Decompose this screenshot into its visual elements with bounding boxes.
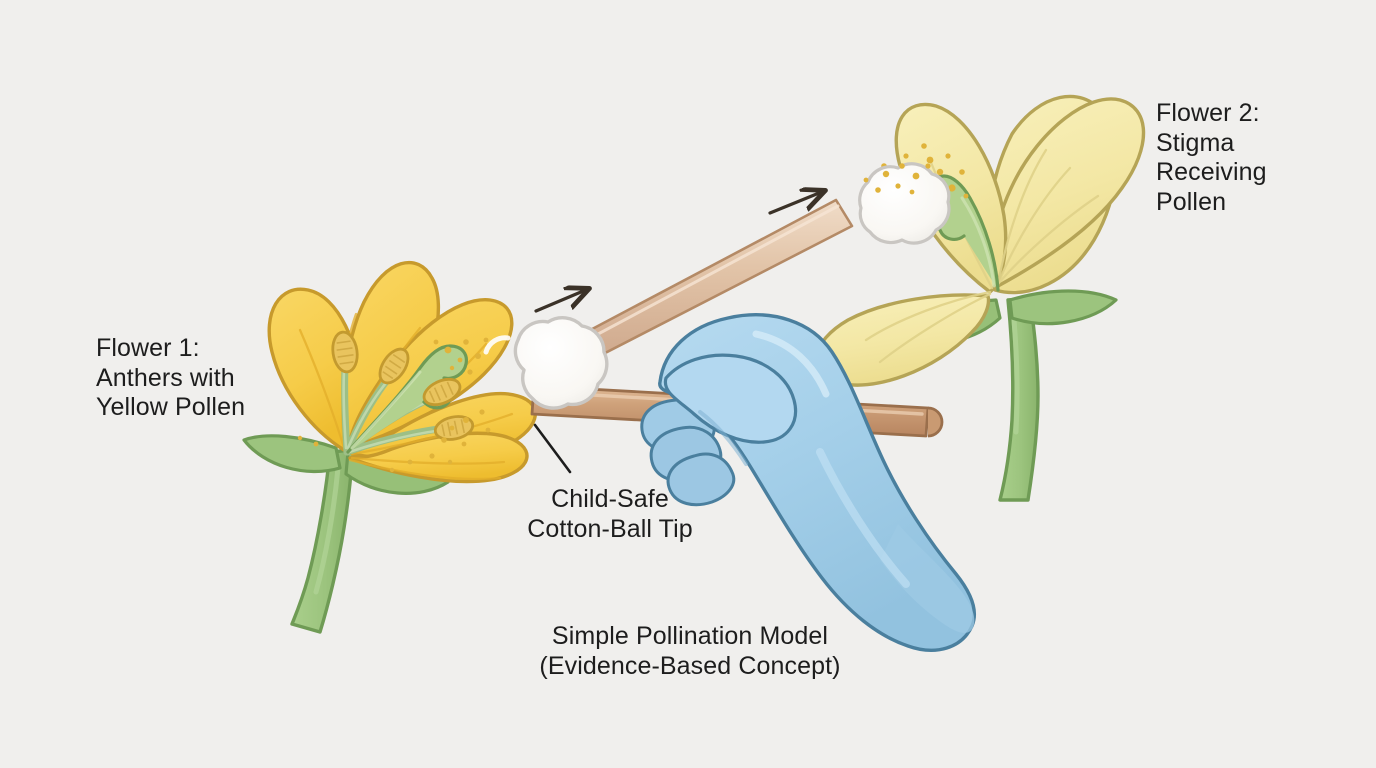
flower1-sepal-left: [242, 434, 342, 474]
flower2-stigma-highlight: [960, 196, 996, 288]
glove-highlight-side: [816, 448, 910, 588]
flower2-sepal-right: [1008, 289, 1118, 326]
flower1-pollen-dots: [297, 337, 491, 473]
flower1-group: [242, 260, 537, 634]
flower1-label: Flower 1: Anthers with Yellow Pollen: [96, 334, 246, 421]
motion-arrow-lower: [534, 289, 588, 313]
flower1-anthers: [331, 330, 475, 441]
flower1-stem: [290, 448, 354, 634]
motion-arrow-upper: [768, 191, 824, 215]
swab-upper-cotton-head: [858, 162, 951, 245]
flower2-group: [814, 94, 1146, 502]
glove-cuff-shade: [880, 524, 975, 633]
gloved-hand: [640, 313, 976, 652]
flower2-stem-highlight: [1011, 317, 1020, 435]
cotton-tip-label: Child-Safe Cotton-Ball Tip: [527, 485, 693, 543]
cotton-tip-leader-line: [533, 423, 572, 474]
swab-lower-end-cap: [927, 406, 944, 438]
glove-knuckle-crease: [698, 410, 748, 466]
glove-thumb: [663, 353, 797, 444]
glove-highlight-top: [752, 330, 830, 398]
swab-upper-highlight: [568, 204, 840, 351]
flower2-label: Flower 2: Stigma Receiving Pollen: [1156, 99, 1267, 216]
swab-lower-cotton-head: [483, 316, 609, 410]
flower1-stem-highlight: [313, 465, 341, 595]
swab-upper-pollen: [863, 163, 931, 195]
glove-finger-2: [666, 452, 736, 507]
caption-label: Simple Pollination Model (Evidence-Based…: [539, 622, 841, 680]
flower1-pistil-highlight: [350, 370, 422, 450]
motion-arrows: [534, 191, 824, 313]
